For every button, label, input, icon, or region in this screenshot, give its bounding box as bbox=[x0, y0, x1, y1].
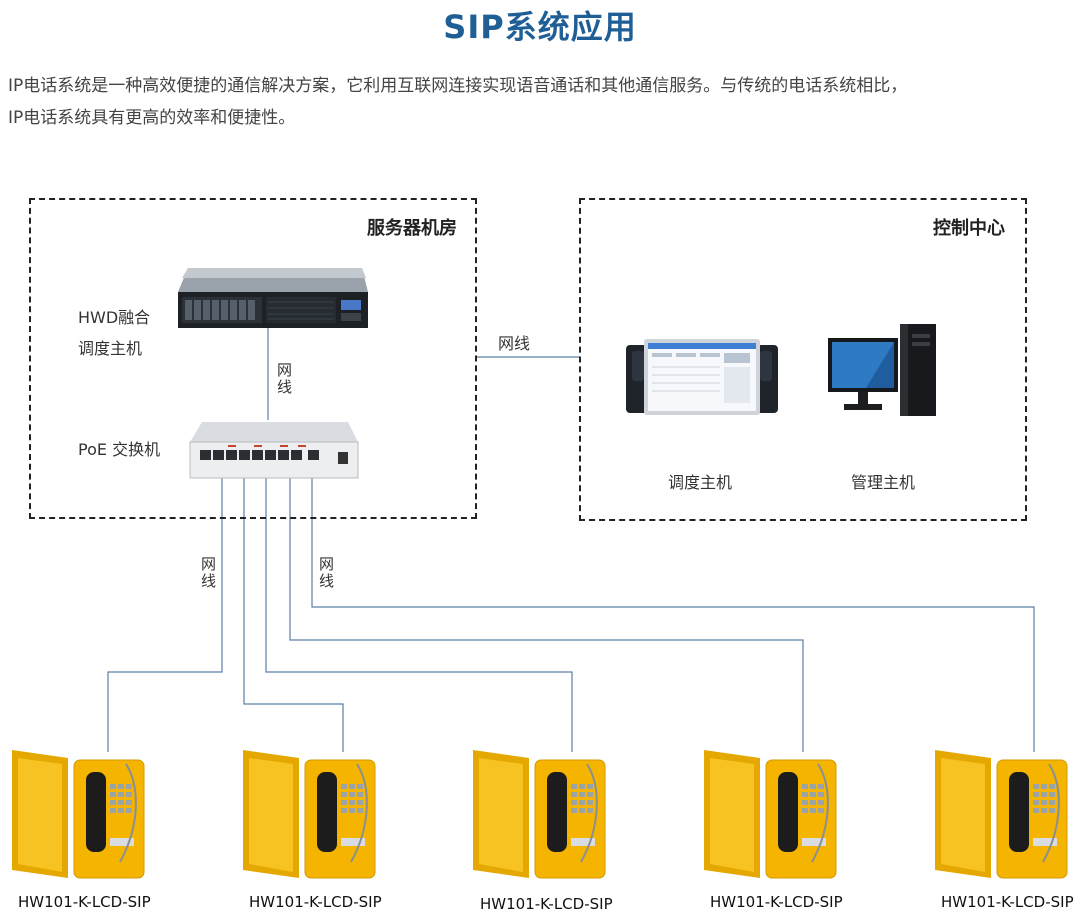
room-link-cable-label: 网线 bbox=[498, 334, 531, 353]
sip-phone-icon bbox=[704, 750, 837, 879]
phones-cable-label-left: 网线 bbox=[199, 556, 217, 590]
desktop-computer-icon bbox=[828, 324, 936, 416]
phone-model-label: HW101-K-LCD-SIP bbox=[710, 893, 843, 911]
phone-model-label: HW101-K-LCD-SIP bbox=[249, 893, 382, 911]
sip-phone-icon bbox=[243, 750, 376, 879]
intro-text: IP电话系统是一种高效便捷的通信解决方案，它利用互联网连接实现语音通话和其他通信… bbox=[8, 70, 1076, 134]
dispatch-host-label: 调度主机 bbox=[668, 473, 733, 492]
admin-host-label: 管理主机 bbox=[851, 473, 916, 492]
sip-phone-icon bbox=[935, 750, 1068, 879]
sip-phone-icon bbox=[12, 750, 145, 879]
dispatch-console-icon bbox=[626, 339, 778, 415]
phone-model-label: HW101-K-LCD-SIP bbox=[480, 895, 613, 913]
phone-model-label: HW101-K-LCD-SIP bbox=[941, 893, 1074, 911]
rack-server-icon bbox=[178, 268, 368, 328]
sip-phone-icon bbox=[473, 750, 606, 879]
phones-cable-label-right: 网线 bbox=[317, 556, 335, 590]
poe-switch-icon bbox=[189, 422, 359, 479]
fusion-host-label-1: HWD融合 bbox=[78, 308, 151, 327]
page-title: SIP系统应用 bbox=[443, 8, 637, 46]
server-cable-label: 网线 bbox=[275, 362, 293, 396]
control-center-box: 控制中心 bbox=[579, 198, 1027, 521]
fusion-host-label-2: 调度主机 bbox=[78, 339, 143, 358]
intro-line-1: IP电话系统是一种高效便捷的通信解决方案，它利用互联网连接实现语音通话和其他通信… bbox=[8, 76, 908, 96]
poe-switch-label: PoE 交换机 bbox=[78, 440, 161, 459]
intro-line-2: IP电话系统具有更高的效率和便捷性。 bbox=[8, 108, 296, 128]
phone-model-label: HW101-K-LCD-SIP bbox=[18, 893, 151, 911]
server-room-box: 服务器机房 bbox=[29, 198, 477, 519]
control-center-title: 控制中心 bbox=[933, 218, 1005, 239]
server-room-title: 服务器机房 bbox=[367, 218, 457, 239]
